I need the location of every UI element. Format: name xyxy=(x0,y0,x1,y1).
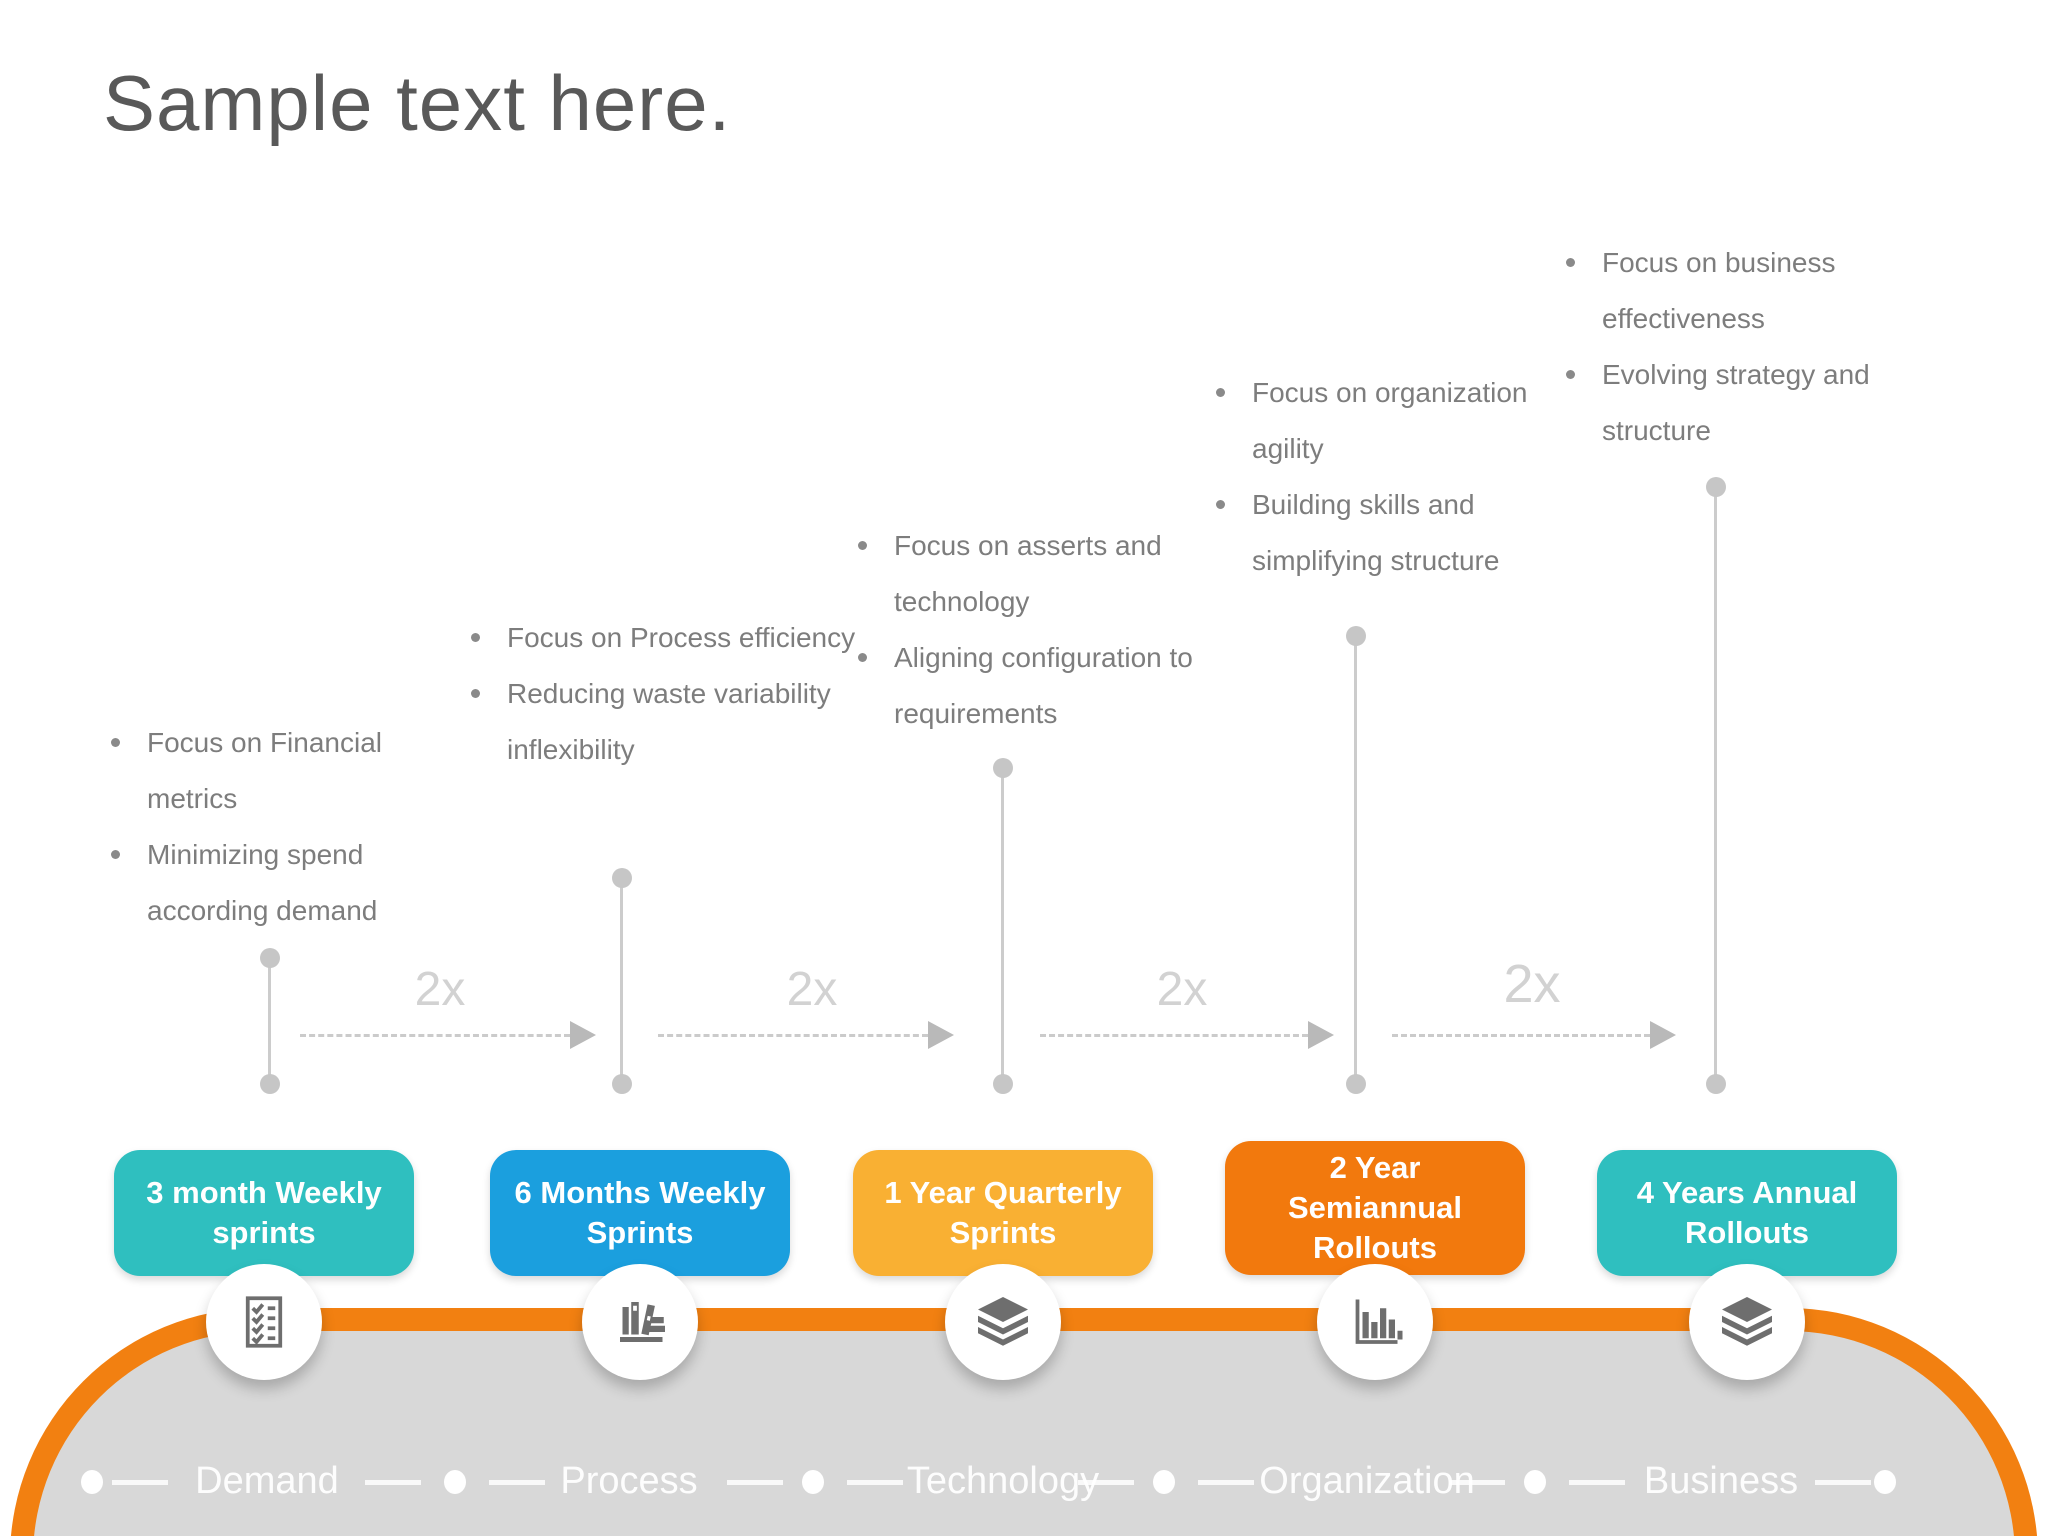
bullet-item: Minimizing spend according demand xyxy=(103,827,433,939)
stacked-books-icon xyxy=(978,1297,1028,1346)
bullet-text: Focus on business effectiveness xyxy=(1602,247,1836,334)
bullet-item: Evolving strategy and structure xyxy=(1558,347,1932,459)
stage-label-demand: Demand xyxy=(195,1460,339,1502)
bullet-item: Focus on business effectiveness xyxy=(1558,235,1932,347)
bullet-dot-icon xyxy=(1208,477,1252,589)
connector-dot-icon xyxy=(1705,477,1726,497)
bullet-dot-icon xyxy=(1558,347,1602,459)
connector-dot-icon xyxy=(992,1074,1013,1094)
bar-chart-icon xyxy=(1355,1299,1403,1344)
growth-arrow-dashes xyxy=(300,1034,570,1037)
bullet-dot-icon xyxy=(103,715,147,827)
arrow-head-icon xyxy=(1308,1021,1334,1049)
rail-dot xyxy=(1524,1470,1546,1494)
connector-dot-icon xyxy=(259,948,280,968)
connector-dot-icon xyxy=(611,868,632,888)
rail-dot xyxy=(1153,1470,1175,1494)
stage-circle-business xyxy=(1689,1264,1805,1380)
bullet-text: Reducing waste variability inflexibility xyxy=(507,678,831,765)
connector-dot-icon xyxy=(1705,1074,1726,1094)
checklist-icon xyxy=(245,1296,283,1348)
stacked-books-icon xyxy=(1722,1297,1772,1346)
bullet-list-business: Focus on business effectiveness Evolving… xyxy=(1558,235,1932,459)
connector-dot-icon xyxy=(1345,626,1366,646)
bullet-dot-icon xyxy=(463,666,507,778)
rail-dash xyxy=(847,1480,903,1485)
rail-dash xyxy=(489,1480,545,1485)
arrow-head-icon xyxy=(1650,1021,1676,1049)
stage-label-technology: Technology xyxy=(906,1460,1100,1502)
bullet-text: Building skills and simplifying structur… xyxy=(1252,489,1500,576)
connector-line xyxy=(1705,477,1726,1094)
stage-label-process: Process xyxy=(560,1460,698,1502)
rail-dot xyxy=(1874,1470,1896,1494)
stage-circle-organization xyxy=(1317,1264,1433,1380)
bullet-text: Focus on Financial metrics xyxy=(147,727,383,814)
bullet-text: Minimizing spend according demand xyxy=(147,839,378,926)
bullet-item: Focus on asserts and technology xyxy=(850,518,1234,630)
bullet-item: Focus on organization agility xyxy=(1208,365,1592,477)
stage-box-process: 6 Months Weekly Sprints xyxy=(490,1150,790,1276)
stage-circle-process xyxy=(582,1264,698,1380)
rail-dot xyxy=(81,1470,103,1494)
rail-dash xyxy=(1198,1480,1254,1485)
bullet-item: Building skills and simplifying structur… xyxy=(1208,477,1592,589)
connector-line xyxy=(992,758,1013,1094)
bullet-dot-icon xyxy=(850,518,894,630)
multiplier-label: 2x xyxy=(1156,963,1208,1016)
bullet-dot-icon xyxy=(103,827,147,939)
connector-dot-icon xyxy=(611,1074,632,1094)
connector-dot-icon xyxy=(1345,1074,1366,1094)
connector-line xyxy=(611,868,632,1094)
stage-label-organization: Organization xyxy=(1259,1460,1475,1502)
stage-circle-demand xyxy=(206,1264,322,1380)
bullet-text: Evolving strategy and structure xyxy=(1602,359,1870,446)
rail-dash xyxy=(1815,1480,1871,1485)
growth-arrow-dashes xyxy=(658,1034,928,1037)
stage-box-technology: 1 Year Quarterly Sprints xyxy=(853,1150,1153,1276)
multiplier-label: 2x xyxy=(414,963,466,1016)
stage-label-business: Business xyxy=(1643,1460,1799,1502)
rail-dot xyxy=(444,1470,466,1494)
growth-arrow-dashes xyxy=(1040,1034,1308,1037)
bullet-item: Focus on Process efficiency xyxy=(463,610,867,666)
rail-dash xyxy=(365,1480,421,1485)
connector-dot-icon xyxy=(992,758,1013,778)
bullet-list-demand: Focus on Financial metrics Minimizing sp… xyxy=(103,715,433,939)
bullet-item: Focus on Financial metrics xyxy=(103,715,433,827)
stage-box-demand: 3 month Weekly sprints xyxy=(114,1150,414,1276)
arrow-head-icon xyxy=(570,1021,596,1049)
rail-dash xyxy=(112,1480,168,1485)
bullet-dot-icon xyxy=(1558,235,1602,347)
bullet-dot-icon xyxy=(1208,365,1252,477)
bullet-list-process: Focus on Process efficiency Reducing was… xyxy=(463,610,867,778)
arrow-head-icon xyxy=(928,1021,954,1049)
rail-dash xyxy=(727,1480,783,1485)
bullet-text: Focus on asserts and technology xyxy=(894,530,1162,617)
bullet-dot-icon xyxy=(463,610,507,666)
page-title: Sample text here. xyxy=(103,59,732,147)
rail-dash xyxy=(1078,1480,1134,1485)
growth-arrow-dashes xyxy=(1392,1034,1650,1037)
rail-dash xyxy=(1569,1480,1625,1485)
bullet-dot-icon xyxy=(850,630,894,742)
bullet-item: Aligning configuration to requirements xyxy=(850,630,1234,742)
bullet-list-technology: Focus on asserts and technology Aligning… xyxy=(850,518,1234,742)
multiplier-label: 2x xyxy=(1503,954,1561,1014)
connector-line xyxy=(259,948,280,1094)
rail-dot xyxy=(802,1470,824,1494)
bullet-item: Reducing waste variability inflexibility xyxy=(463,666,867,778)
bullet-text: Aligning configuration to requirements xyxy=(894,642,1193,729)
connector-line xyxy=(1345,626,1366,1094)
stage-circle-technology xyxy=(945,1264,1061,1380)
connector-dot-icon xyxy=(259,1074,280,1094)
multiplier-label: 2x xyxy=(786,963,838,1016)
bullet-text: Focus on organization agility xyxy=(1252,377,1528,464)
bullet-list-organization: Focus on organization agility Building s… xyxy=(1208,365,1592,589)
bookshelf-icon xyxy=(620,1302,665,1342)
rail-dash xyxy=(1449,1480,1505,1485)
stage-box-organization: 2 Year Semiannual Rollouts xyxy=(1225,1141,1525,1275)
bullet-text: Focus on Process efficiency xyxy=(507,622,856,653)
stage-box-business: 4 Years Annual Rollouts xyxy=(1597,1150,1897,1276)
